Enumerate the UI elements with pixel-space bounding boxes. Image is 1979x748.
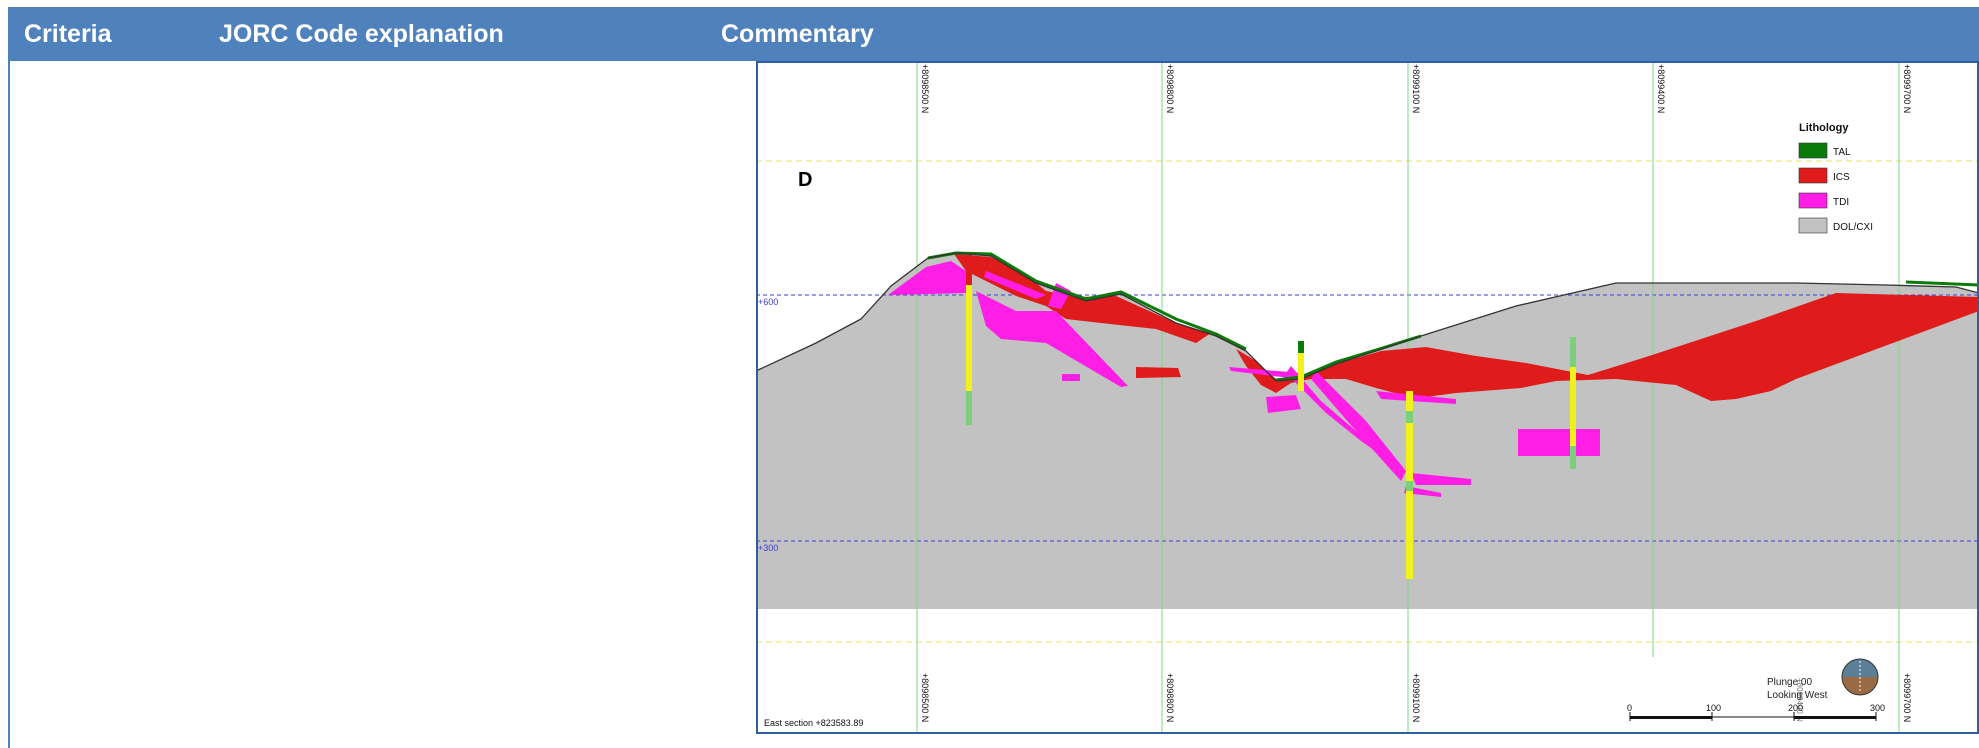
northing-label-bottom-5: +8099700 N — [1902, 673, 1912, 722]
legend-swatch-ics — [1798, 167, 1828, 184]
header-criteria: Criteria — [24, 20, 112, 48]
bottom-northing-labels: +8098500 N +8098800 N +8099100 N +809970… — [920, 673, 1912, 722]
northing-label-bottom-1: +8098500 N — [920, 673, 930, 722]
northing-label-top-5: +8099700 N — [1902, 64, 1912, 113]
legend-swatch-tdi — [1798, 192, 1828, 209]
tdi-bodies — [888, 261, 1600, 497]
drillhole-4 — [1570, 337, 1576, 469]
drillhole-1 — [966, 255, 972, 425]
cross-section-svg: D +8098500 N +8098800 N +8099100 N +8099… — [755, 61, 1979, 734]
panel-label: D — [798, 169, 812, 191]
scale-label-100: 100 — [1706, 703, 1721, 713]
drill-holes — [966, 255, 1576, 579]
northing-label-bottom-4: +8099400 N — [1795, 678, 1804, 722]
legend-title: Lithology — [1799, 122, 1849, 134]
scale-label-0: 0 — [1627, 703, 1632, 713]
header-commentary: Commentary — [721, 20, 874, 48]
northing-label-bottom-2: +8098800 N — [1165, 673, 1175, 722]
northing-label-top-1: +8098500 N — [920, 64, 930, 113]
jorc-table — [8, 7, 1979, 748]
drillhole-2 — [1298, 341, 1304, 391]
scale-bar: 0 100 200 300 — [1627, 703, 1885, 721]
tdi-body-11 — [1411, 473, 1471, 485]
elevation-label-300: +300 — [758, 543, 778, 553]
northing-label-bottom-3: +8099100 N — [1411, 673, 1421, 722]
drillhole-3 — [1406, 379, 1413, 579]
legend-label-dol-cxi: DOL/CXI — [1833, 222, 1873, 233]
orientation-globe-icon — [1841, 658, 1879, 696]
scale-label-300: 300 — [1870, 703, 1885, 713]
northing-label-top-3: +8099100 N — [1411, 64, 1421, 113]
scale-label-200: 200 — [1788, 703, 1803, 713]
tdi-body-6 — [1229, 367, 1301, 379]
northing-label-top-4: +8099400 N — [1656, 64, 1666, 113]
plunge-text: Plunge 00 — [1767, 677, 1812, 688]
elevation-label-600: +600 — [758, 297, 778, 307]
legend-swatch-tal — [1798, 142, 1828, 159]
elevation-grid — [756, 160, 1979, 643]
tdi-body-9 — [1311, 371, 1406, 481]
legend-label-tdi: TDI — [1833, 197, 1849, 208]
section-text: East section +823583.89 — [764, 718, 863, 728]
tdi-body-3 — [984, 271, 1046, 299]
ics-body-east — [1236, 293, 1979, 401]
topography-line — [755, 252, 1979, 382]
northing-label-top-2: +8098800 N — [1165, 64, 1175, 113]
legend-label-tal: TAL — [1833, 147, 1851, 158]
top-northing-labels: +8098500 N +8098800 N +8099100 N +809940… — [920, 64, 1912, 113]
figure-frame — [756, 61, 1979, 734]
table-header-row: Criteria JORC Code explanation Commentar… — [8, 7, 1979, 61]
tdi-body-5 — [1062, 374, 1080, 381]
legend-label-ics: ICS — [1833, 172, 1850, 183]
legend-swatch-dol-cxi — [1798, 217, 1828, 234]
tdi-body-1 — [888, 261, 966, 295]
cross-section-figure: D +8098500 N +8098800 N +8099100 N +8099… — [755, 61, 1979, 734]
lithology-legend: Lithology TAL ICS TDI DOL/CXI — [1798, 122, 1873, 234]
tdi-body-13 — [1518, 429, 1600, 456]
tdi-body-10 — [1376, 391, 1456, 404]
looking-text: Looking West — [1767, 690, 1828, 701]
tdi-body-7 — [1266, 395, 1301, 413]
tdi-body-12 — [1404, 486, 1441, 497]
tdi-body-2 — [976, 291, 1128, 387]
ics-lens — [1136, 367, 1181, 378]
header-jorc-code-explanation: JORC Code explanation — [219, 20, 504, 48]
